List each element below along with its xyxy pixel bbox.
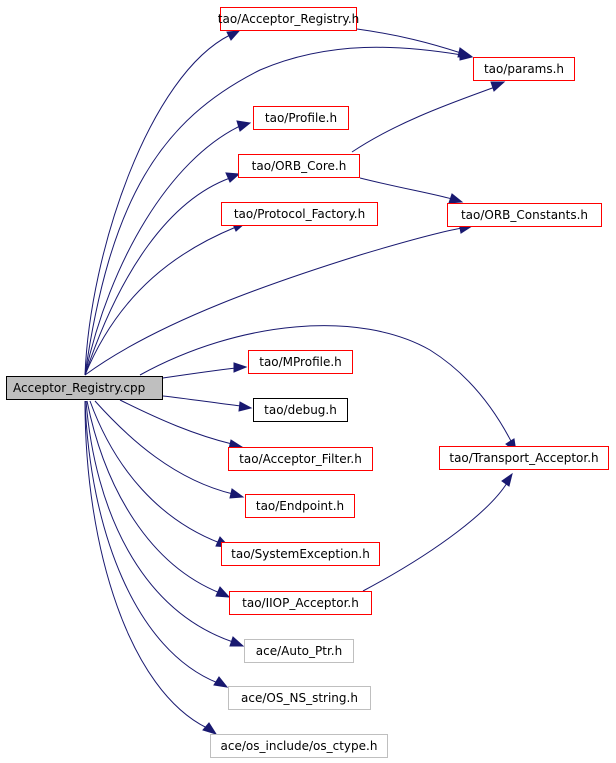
node-mprofile-h[interactable]: tao/MProfile.h — [248, 350, 353, 374]
arrowhead — [501, 472, 513, 487]
arrowhead — [226, 30, 241, 41]
edge-root-auto-ptr — [85, 400, 234, 643]
node-protocol-factory-h[interactable]: tao/Protocol_Factory.h — [221, 202, 378, 226]
edge-root-acceptor-registry — [84, 34, 231, 376]
node-endpoint-h[interactable]: tao/Endpoint.h — [245, 494, 355, 518]
node-orb-constants-h[interactable]: tao/ORB_Constants.h — [447, 203, 602, 227]
node-system-exception-h[interactable]: tao/SystemException.h — [221, 542, 380, 566]
node-acceptor-registry-h[interactable]: tao/Acceptor_Registry.h — [218, 7, 359, 31]
edge-root-system-exception — [89, 400, 221, 544]
arrowhead — [229, 488, 245, 499]
edge-root-os-ns-string — [84, 400, 219, 684]
edge-iiop-acceptor-transport-acceptor — [362, 482, 508, 592]
node-acceptor-filter-h[interactable]: tao/Acceptor_Filter.h — [228, 447, 373, 471]
node-transport-acceptor-h[interactable]: tao/Transport_Acceptor.h — [439, 446, 609, 470]
node-orb-core-h[interactable]: tao/ORB_Core.h — [238, 154, 360, 178]
arrowhead — [229, 636, 245, 647]
edge-root-transport-acceptor — [139, 325, 513, 444]
node-profile-h[interactable]: tao/Profile.h — [253, 106, 349, 130]
arrowhead — [225, 172, 241, 183]
node-acceptor-registry-cpp[interactable]: Acceptor_Registry.cpp — [6, 376, 163, 400]
edge-root-orb-constants — [84, 227, 463, 376]
node-debug-h[interactable]: tao/debug.h — [253, 398, 348, 422]
edge-orb-core-params — [351, 86, 496, 153]
node-os-ns-string-h[interactable]: ace/OS_NS_string.h — [228, 686, 371, 710]
arrowhead — [213, 676, 229, 688]
node-params-h[interactable]: tao/params.h — [473, 57, 575, 81]
arrowhead — [202, 722, 218, 735]
node-iiop-acceptor-h[interactable]: tao/IIOP_Acceptor.h — [229, 591, 372, 615]
edge-root-profile — [84, 125, 241, 376]
edge-root-debug — [162, 395, 242, 407]
node-os-ctype-h[interactable]: ace/os_include/os_ctype.h — [210, 734, 388, 758]
node-auto-ptr-h[interactable]: ace/Auto_Ptr.h — [244, 639, 354, 663]
arrowhead — [215, 586, 231, 598]
edge-orb-core-orb-constants — [359, 177, 453, 200]
arrowhead — [448, 193, 464, 204]
edge-root-protocol-factory — [84, 226, 237, 376]
edge-root-os-ctype — [84, 400, 208, 729]
edge-root-endpoint — [94, 400, 234, 495]
edge-root-iiop-acceptor — [86, 400, 221, 594]
arrowhead — [457, 47, 473, 58]
arrowhead — [490, 81, 506, 92]
edge-acceptor-registry-params — [356, 28, 462, 54]
edge-root-acceptor-filter — [119, 399, 233, 445]
arrowhead — [233, 362, 248, 373]
arrowhead — [238, 401, 253, 412]
arrowhead — [236, 120, 252, 132]
edge-root-mprofile — [162, 367, 237, 379]
edge-root-orb-core — [84, 177, 231, 376]
edge-root-params — [84, 46, 463, 376]
